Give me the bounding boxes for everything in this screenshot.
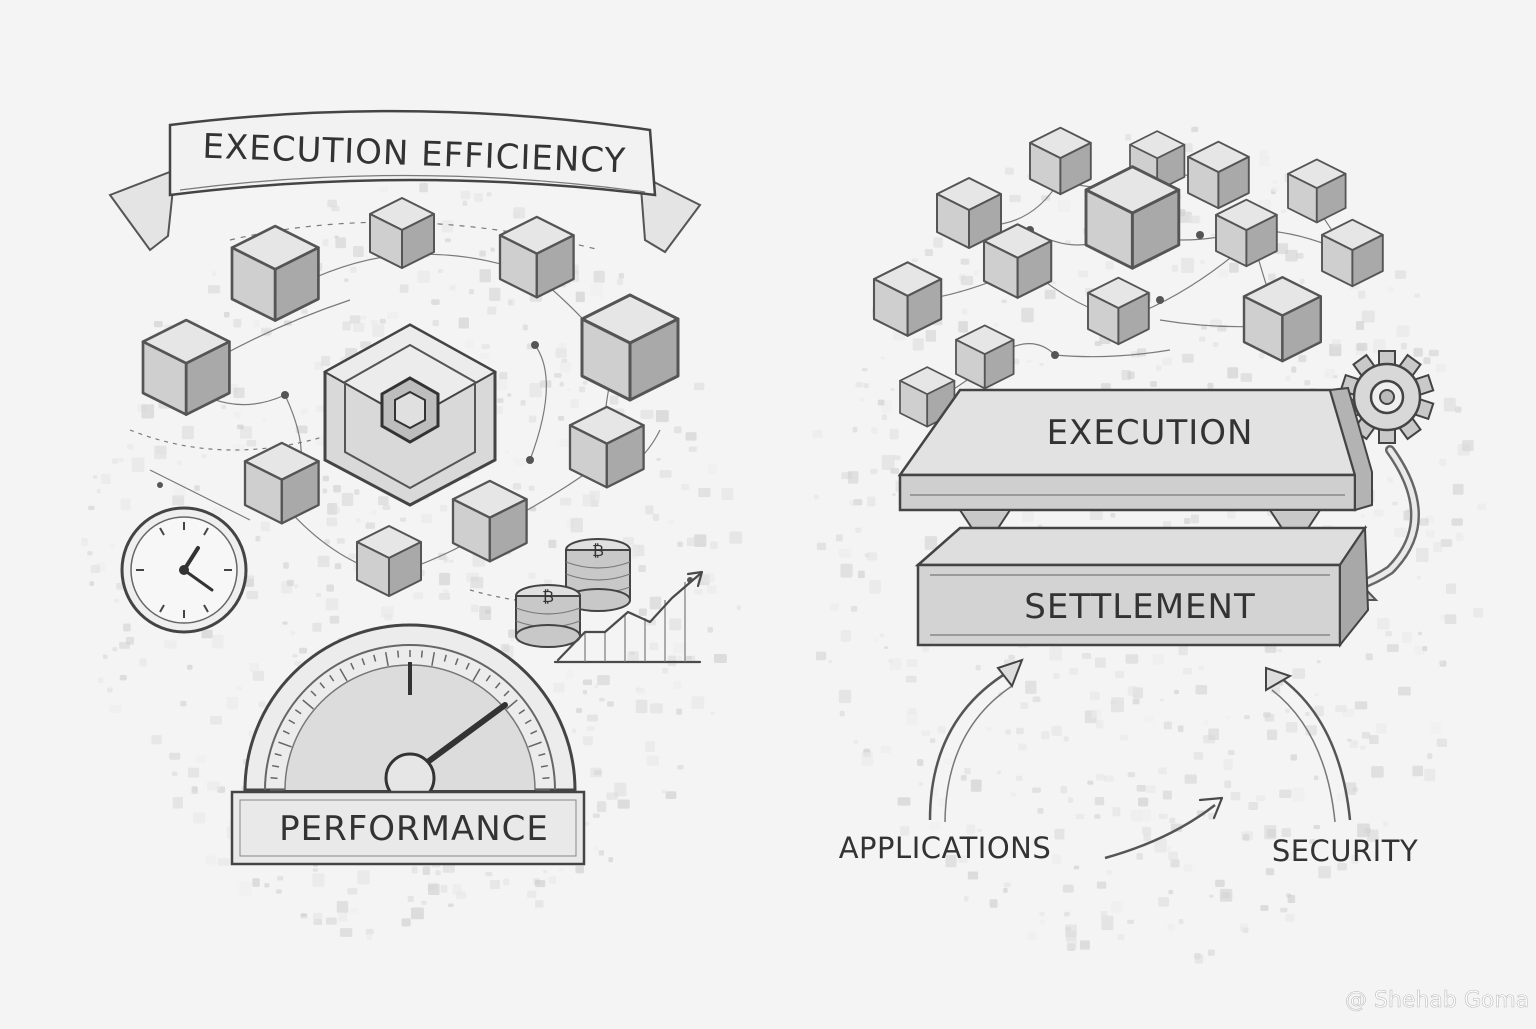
arrow-icon: [1104, 796, 1224, 860]
cube-icon: [955, 324, 1015, 390]
cube-icon: [141, 318, 231, 416]
settlement-label: SETTLEMENT: [1024, 587, 1255, 627]
coin-stack-icon: ₿ ₿: [515, 538, 631, 648]
cube-icon: [1187, 140, 1250, 210]
gear-icon: [1339, 350, 1435, 444]
execution-efficiency-banner: EXECUTION EFFICIENCY: [108, 109, 702, 254]
cube-icon: [230, 224, 320, 322]
right-panel: EXECUTION SETTLEMENT: [839, 126, 1435, 868]
execution-label: EXECUTION: [1047, 413, 1254, 453]
cube-icon: [1321, 218, 1384, 288]
security-label: SECURITY: [1272, 834, 1418, 868]
watermark: @ Shehab Goma: [1345, 988, 1530, 1014]
core-hexagon-icon: [322, 323, 498, 507]
cube-icon: [498, 215, 575, 299]
cube-icon: [243, 441, 320, 525]
svg-text:₿: ₿: [542, 587, 554, 606]
cube-icon: [872, 261, 943, 337]
watermark-text: @ Shehab Goma: [1345, 988, 1529, 1013]
cube-icon: [568, 405, 645, 489]
cube-icon: [1215, 198, 1278, 268]
left-panel: EXECUTION EFFICIENCY: [108, 109, 704, 866]
performance-label: PERFORMANCE: [279, 809, 549, 849]
cube-icon: [1029, 126, 1092, 196]
applications-arrow: [928, 658, 1024, 823]
security-arrow: [1265, 666, 1352, 823]
applications-label: APPLICATIONS: [839, 831, 1052, 865]
cube-icon: [1242, 276, 1323, 363]
cube-icon: [451, 479, 528, 563]
cube-icon: [369, 197, 435, 269]
cube-icon: [356, 525, 422, 597]
svg-text:₿: ₿: [592, 541, 604, 560]
speedometer-icon: PERFORMANCE: [230, 623, 586, 866]
cube-icon: [982, 223, 1053, 299]
cube-icon: [1287, 158, 1347, 224]
clock-icon: [120, 506, 248, 634]
trend-chart-icon: [553, 570, 704, 664]
execution-layer: EXECUTION: [897, 386, 1373, 512]
cube-icon: [580, 293, 680, 402]
cube-icon: [1084, 165, 1181, 270]
cube-icon: [1087, 276, 1150, 346]
settlement-layer: SETTLEMENT: [914, 524, 1370, 648]
